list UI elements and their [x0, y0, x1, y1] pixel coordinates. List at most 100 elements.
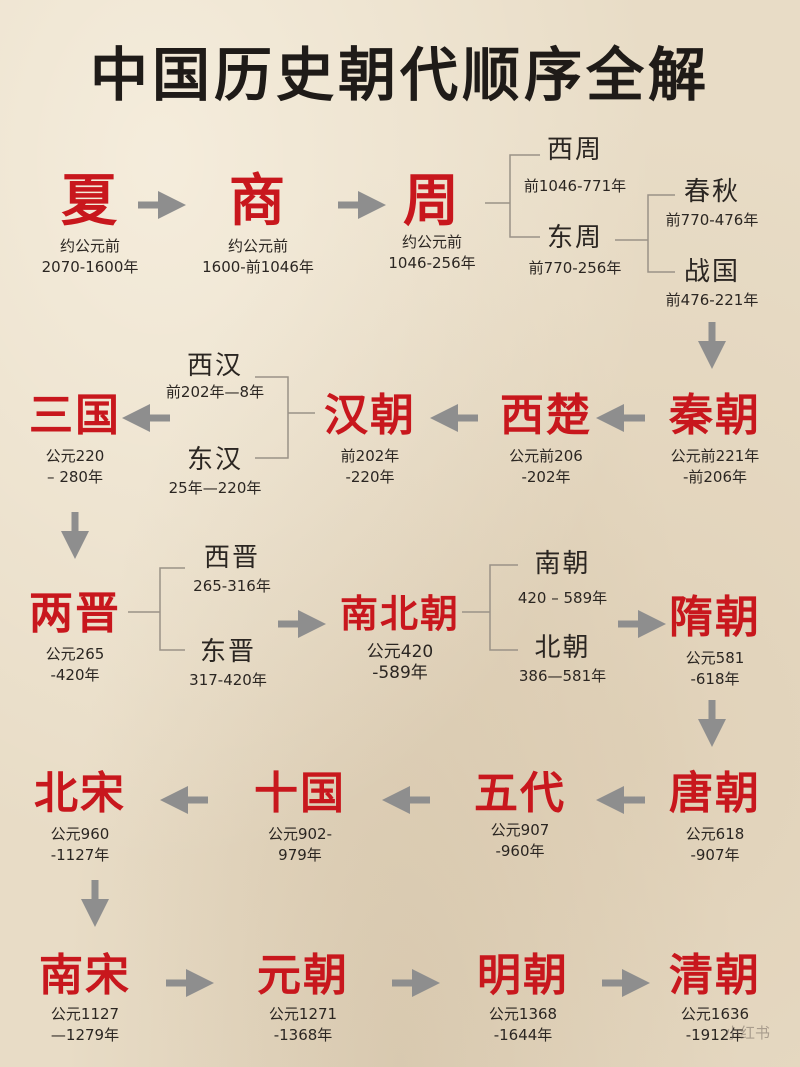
node-name: 东晋 [199, 637, 256, 667]
node-yuan: 元朝 公元1271 -1368年 [228, 950, 378, 1046]
bracket-dongzhou [615, 194, 675, 273]
node-nanchao: 南朝 420 – 589年 [500, 548, 625, 609]
node-date: 2070-1600年 [41, 258, 139, 276]
node-date: 公元220 [45, 447, 105, 465]
node-date: 265-316年 [193, 577, 271, 595]
node-name: 汉朝 [324, 390, 416, 441]
node-date: 25年—220年 [168, 479, 262, 497]
bracket-liangjin [128, 567, 185, 651]
node-dongjin: 东晋 317-420年 [168, 636, 288, 691]
node-name: 清朝 [669, 950, 761, 1001]
node-date: 公元1127 [50, 1005, 120, 1023]
node-date: -420年 [50, 666, 100, 684]
node-date: 前476-221年 [665, 291, 759, 309]
node-nanbeichao: 南北朝 公元420 -589年 [320, 588, 480, 684]
node-name: 明朝 [477, 950, 569, 1001]
node-beichao: 北朝 386—581年 [500, 632, 625, 687]
node-beisong: 北宋 公元960 -1127年 [10, 768, 150, 866]
node-name: 五代 [474, 768, 566, 819]
node-date: 公元1368 [488, 1005, 558, 1023]
node-date: 公元前206 [509, 447, 583, 465]
node-name: 商 [229, 168, 287, 234]
node-name: 西晋 [203, 543, 260, 573]
node-name: 东汉 [186, 445, 243, 475]
node-name: 三国 [29, 390, 121, 441]
node-sui: 隋朝 公元581 -618年 [645, 592, 785, 690]
node-date: 317-420年 [189, 671, 267, 689]
node-date: -1127年 [50, 846, 110, 864]
bracket-nanbeichao [462, 564, 518, 651]
node-date: 前1046-771年 [523, 177, 627, 195]
node-date: -220年 [345, 468, 395, 486]
node-zhou: 周 约公元前 1046-256年 [372, 170, 492, 274]
node-date: 前770-476年 [665, 211, 759, 229]
node-date: 1046-256年 [388, 254, 476, 272]
node-shiguo: 十国 公元902- 979年 [230, 768, 370, 866]
node-name: 隋朝 [669, 592, 761, 643]
node-date: 约公元前 [401, 233, 462, 251]
node-zhanguo: 战国 前476-221年 [652, 256, 772, 311]
node-date: 约公元前 [59, 237, 120, 255]
node-tang: 唐朝 公元618 -907年 [645, 768, 785, 866]
node-wudai: 五代 公元907 -960年 [450, 768, 590, 862]
watermark: 小红书 [724, 1024, 770, 1042]
node-qin: 秦朝 公元前221年 -前206年 [645, 390, 785, 488]
node-name: 西楚 [500, 390, 592, 441]
node-name: 南宋 [39, 950, 131, 1001]
node-date: 公元960 [50, 825, 110, 843]
node-name: 唐朝 [669, 768, 761, 819]
node-date: 公元618 [685, 825, 745, 843]
node-dongzhou: 东周 前770-256年 [520, 222, 630, 279]
node-name: 周 [403, 168, 461, 234]
node-xihan: 西汉 前202年—8年 [150, 350, 280, 403]
node-chunqiu: 春秋 前770-476年 [652, 176, 772, 231]
node-date: 公元902- [267, 825, 333, 843]
node-xizhou: 西周 前1046-771年 [520, 134, 630, 197]
node-date: – 280年 [47, 468, 103, 486]
node-sanguo: 三国 公元220 – 280年 [10, 390, 140, 488]
node-date: 1600-前1046年 [202, 258, 314, 276]
page-title: 中国历史朝代顺序全解 [89, 41, 710, 109]
node-xichu: 西楚 公元前206 -202年 [476, 390, 616, 488]
node-date: -202年 [521, 468, 571, 486]
node-name: 北宋 [34, 768, 126, 819]
node-date: -618年 [690, 670, 740, 688]
node-date: 公元前221年 [670, 447, 760, 465]
node-date: -1368年 [273, 1026, 333, 1044]
node-date: 约公元前 [227, 237, 288, 255]
node-xia: 夏 约公元前 2070-1600年 [20, 170, 160, 278]
node-ming: 明朝 公元1368 -1644年 [448, 950, 598, 1046]
node-date: 公元581 [685, 649, 745, 667]
node-liangjin: 两晋 公元265 -420年 [10, 588, 140, 686]
node-name: 夏 [61, 168, 119, 234]
node-name: 南北朝 [339, 591, 460, 636]
node-name: 东周 [546, 223, 603, 253]
node-name: 秦朝 [669, 390, 761, 441]
node-date: 公元1271 [268, 1005, 338, 1023]
node-name: 北朝 [534, 633, 591, 663]
node-han: 汉朝 前202年 -220年 [300, 390, 440, 488]
node-date: 前770-256年 [528, 259, 622, 277]
node-date: -960年 [495, 842, 545, 860]
node-date: -1912年 [685, 1026, 745, 1044]
node-date: 979年 [278, 846, 322, 864]
node-name: 十国 [254, 768, 346, 819]
node-date: -1644年 [493, 1026, 553, 1044]
node-date: 386—581年 [518, 667, 607, 685]
node-xijin: 西晋 265-316年 [172, 542, 292, 597]
node-date: -907年 [690, 846, 740, 864]
node-name: 两晋 [29, 588, 121, 639]
bracket-han [255, 376, 315, 459]
node-qing: 清朝 公元1636 -1912年 [645, 950, 785, 1046]
node-name: 西周 [546, 135, 603, 165]
node-date: 公元1636 [680, 1005, 750, 1023]
node-date: 前202年 [340, 447, 400, 465]
node-date: -589年 [372, 663, 428, 683]
node-name: 西汉 [186, 351, 243, 381]
node-date: -前206年 [682, 468, 748, 486]
node-date: 公元420 [366, 642, 434, 662]
node-nansong: 南宋 公元1127 —1279年 [10, 950, 160, 1046]
node-name: 春秋 [683, 177, 740, 207]
